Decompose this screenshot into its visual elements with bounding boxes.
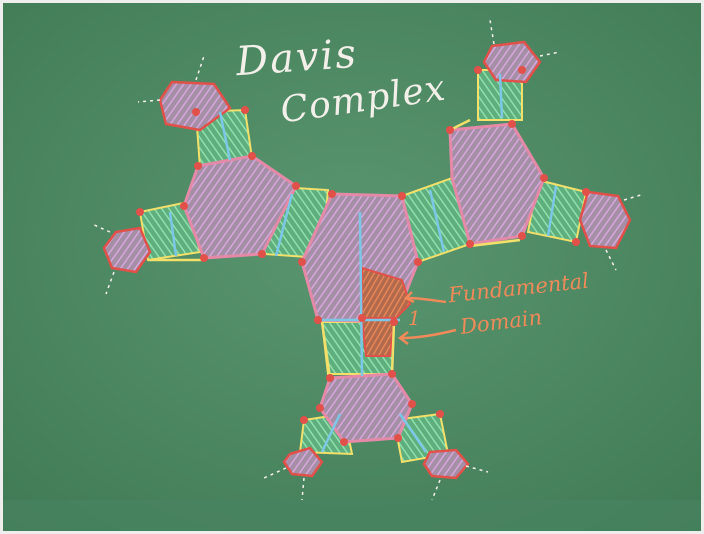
vertex-dots [136,66,590,446]
annotation-arrows [397,291,457,345]
yellow-edges [148,118,521,379]
small-hexagons [102,40,632,480]
fundamental-domain [360,266,412,357]
title-davis: Davis [234,30,360,86]
identity-label: 1 [408,306,421,330]
blue-lines [168,73,558,453]
continuation-rays [91,19,645,501]
